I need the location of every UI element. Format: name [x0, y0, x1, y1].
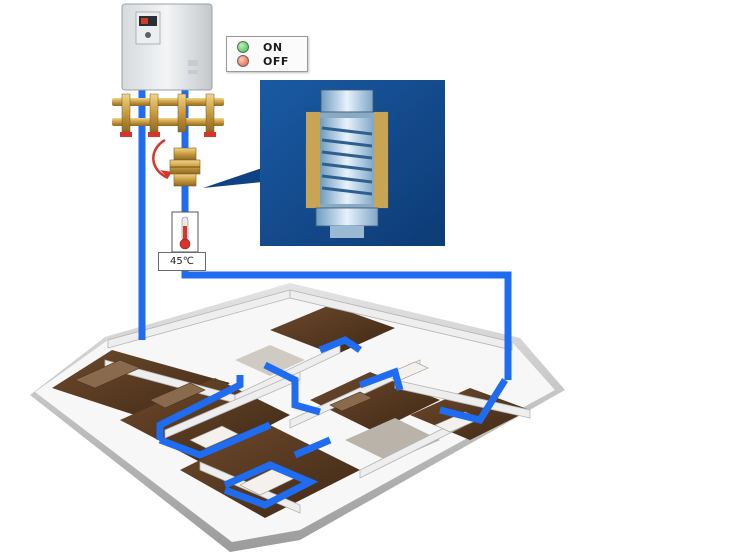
flow-arrow-icon	[152, 138, 169, 180]
thermometer-icon	[171, 211, 199, 253]
callout-pointer	[203, 168, 262, 188]
off-indicator-icon	[237, 55, 249, 67]
on-indicator-icon	[237, 41, 249, 53]
legend-off-label: OFF	[263, 54, 289, 68]
legend-row-off: OFF	[237, 54, 289, 68]
manifold-icon	[112, 93, 224, 137]
floor-plan-icon	[30, 283, 565, 552]
spring-valve-cutaway-icon	[260, 80, 445, 246]
temperature-readout: 45℃	[158, 252, 206, 271]
water-heater-icon	[121, 3, 213, 91]
valve-icon	[169, 147, 201, 187]
legend-on-label: ON	[263, 40, 283, 54]
status-legend: ON OFF	[226, 36, 308, 72]
legend-row-on: ON	[237, 40, 283, 54]
